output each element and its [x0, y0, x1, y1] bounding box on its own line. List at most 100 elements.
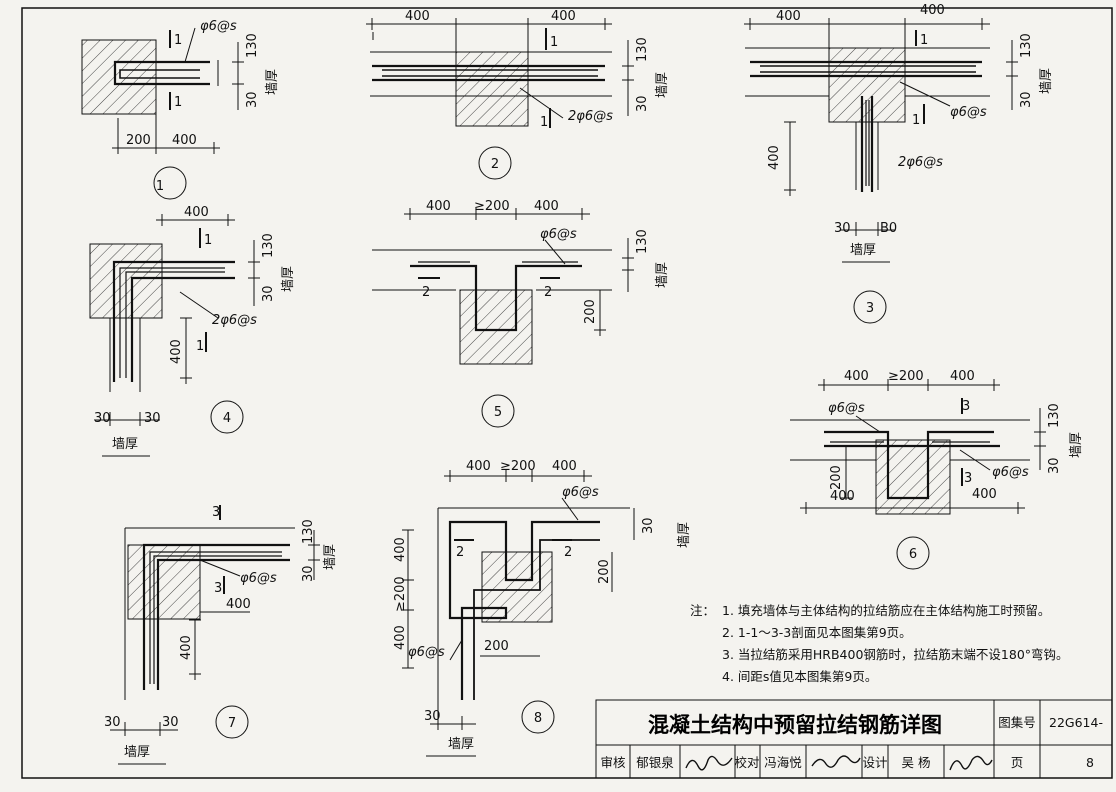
tie-bar — [372, 64, 605, 82]
bar-label: φ6@s — [540, 227, 577, 242]
dimension-text: 400 — [552, 459, 577, 474]
detail-number-circle — [210, 400, 244, 434]
check-label: 校对 — [734, 755, 759, 770]
dimension-text: 130 — [261, 233, 276, 258]
detail-number-circle — [896, 536, 930, 570]
leader-line — [899, 81, 951, 107]
dimension-text: 400 — [169, 339, 184, 364]
dimension-text: 400 — [172, 133, 197, 148]
bar-label: φ6@s — [240, 571, 277, 586]
detail-number-circle — [215, 705, 249, 739]
section-label: 3 — [212, 505, 220, 520]
dimension-text: 400 — [972, 487, 997, 502]
dimension-text: ≥200 — [500, 459, 536, 474]
detail-number: 8 — [534, 711, 542, 726]
detail-number: 1 — [156, 179, 164, 194]
dimension-text: 130 — [301, 519, 316, 544]
tie-bar — [860, 96, 874, 192]
wall-line — [855, 122, 879, 190]
dimension-text: 30 — [261, 285, 276, 302]
dimension-text: 30 — [635, 95, 650, 112]
tie-bar — [410, 264, 582, 332]
tie-bar — [760, 65, 976, 73]
detail-number-circle — [521, 700, 555, 734]
section-label: 1 — [204, 233, 212, 248]
tie-bar — [119, 69, 200, 79]
drawing-title: 混凝土结构中预留拉结钢筋详图 — [648, 713, 942, 737]
leader-line — [855, 415, 881, 433]
dimension-text: 30 — [1047, 457, 1062, 474]
dimension-text: 400 — [950, 369, 975, 384]
dimension-text: 130 — [1047, 403, 1062, 428]
leader-line — [179, 291, 219, 319]
wall-thickness-label: 墙厚 — [448, 737, 474, 752]
title-block-text: 混凝土结构中预留拉结钢筋详图 图集号 22G614- 审核 郁银泉 校对 冯海悦… — [600, 713, 1102, 770]
leader-line — [561, 497, 579, 521]
section-label: 1 — [540, 115, 548, 130]
detail-number-circle — [153, 166, 187, 200]
section-label: 1 — [174, 33, 182, 48]
wall-outline — [437, 507, 630, 720]
dimension-text: 130 — [635, 229, 650, 254]
wall-thickness-label: 墙厚 — [281, 266, 296, 292]
dimension-text: 30 — [641, 517, 656, 534]
page-number: 8 — [1086, 755, 1094, 770]
tie-bar — [865, 100, 870, 186]
notes: 注： 1. 填充墙体与主体结构的拉结筋应在主体结构施工时预留。 2. 1-1～3… — [690, 603, 1069, 684]
reviewer-name: 郁银泉 — [636, 755, 674, 770]
section-label: 3 — [962, 399, 970, 414]
note-item: 1. 填充墙体与主体结构的拉结筋应在主体结构施工时预留。 — [722, 603, 1050, 618]
note-item: 2. 1-1～3-3剖面见本图集第9页。 — [722, 625, 912, 640]
concrete-beam — [459, 289, 533, 365]
dimension-text: ≥200 — [393, 576, 408, 612]
dimension-text: 400 — [393, 537, 408, 562]
detail-3 — [744, 18, 1018, 324]
dimension-text: 400 — [920, 3, 945, 18]
concrete-column — [455, 51, 529, 127]
design-label: 设计 — [862, 755, 887, 770]
detail-number: 2 — [491, 157, 499, 172]
wall-thickness-label: 墙厚 — [850, 243, 876, 258]
concrete-column — [481, 551, 553, 623]
reviewer-signature — [685, 755, 733, 771]
detail-4 — [89, 214, 260, 457]
section-label: 1 — [174, 95, 182, 110]
dimension-text: 30 — [162, 715, 179, 730]
tie-bar — [112, 260, 235, 382]
notes-prefix: 注： — [690, 603, 715, 618]
detail-1 — [81, 27, 244, 200]
concrete-column — [81, 39, 157, 115]
tie-bar — [824, 430, 994, 500]
detail-number: 3 — [866, 301, 874, 316]
wall-thickness-label: 墙厚 — [655, 72, 670, 98]
dimension-text: 400 — [534, 199, 559, 214]
dimension-text: 400 — [767, 145, 782, 170]
tie-bar — [130, 276, 235, 382]
dimension-text: 400 — [405, 9, 430, 24]
title-block — [595, 699, 1113, 779]
tie-bar — [382, 69, 598, 77]
dimension-text: 200 — [126, 133, 151, 148]
leader-line — [449, 639, 463, 661]
dimension-text: 30 — [301, 565, 316, 582]
leader-line — [199, 559, 241, 577]
dimension-text: 30 — [834, 221, 851, 236]
wall-thickness-label: 墙厚 — [1039, 68, 1054, 94]
dimension-texts: φ6@s 1 1 200 400 130 30 墙厚 1 400 400 1 1… — [94, 3, 1084, 760]
wall-thickness-label: 墙厚 — [265, 69, 280, 95]
tie-bar — [142, 543, 290, 690]
detail-6 — [790, 379, 1046, 570]
wall-outline — [124, 527, 295, 700]
designer-signature — [949, 755, 993, 771]
wall-thickness-label: 墙厚 — [677, 522, 692, 548]
tie-bar — [156, 558, 290, 690]
leader-line — [519, 87, 564, 119]
dimension-text: 400 — [179, 635, 194, 660]
dimension-text: 30 — [144, 411, 161, 426]
dimension-text: 400 — [844, 369, 869, 384]
note-item: 4. 间距s值见本图集第9页。 — [722, 669, 877, 684]
dimension-text: 200 — [597, 559, 612, 584]
detail-2 — [366, 18, 634, 180]
dimension-text: 30 — [104, 715, 121, 730]
